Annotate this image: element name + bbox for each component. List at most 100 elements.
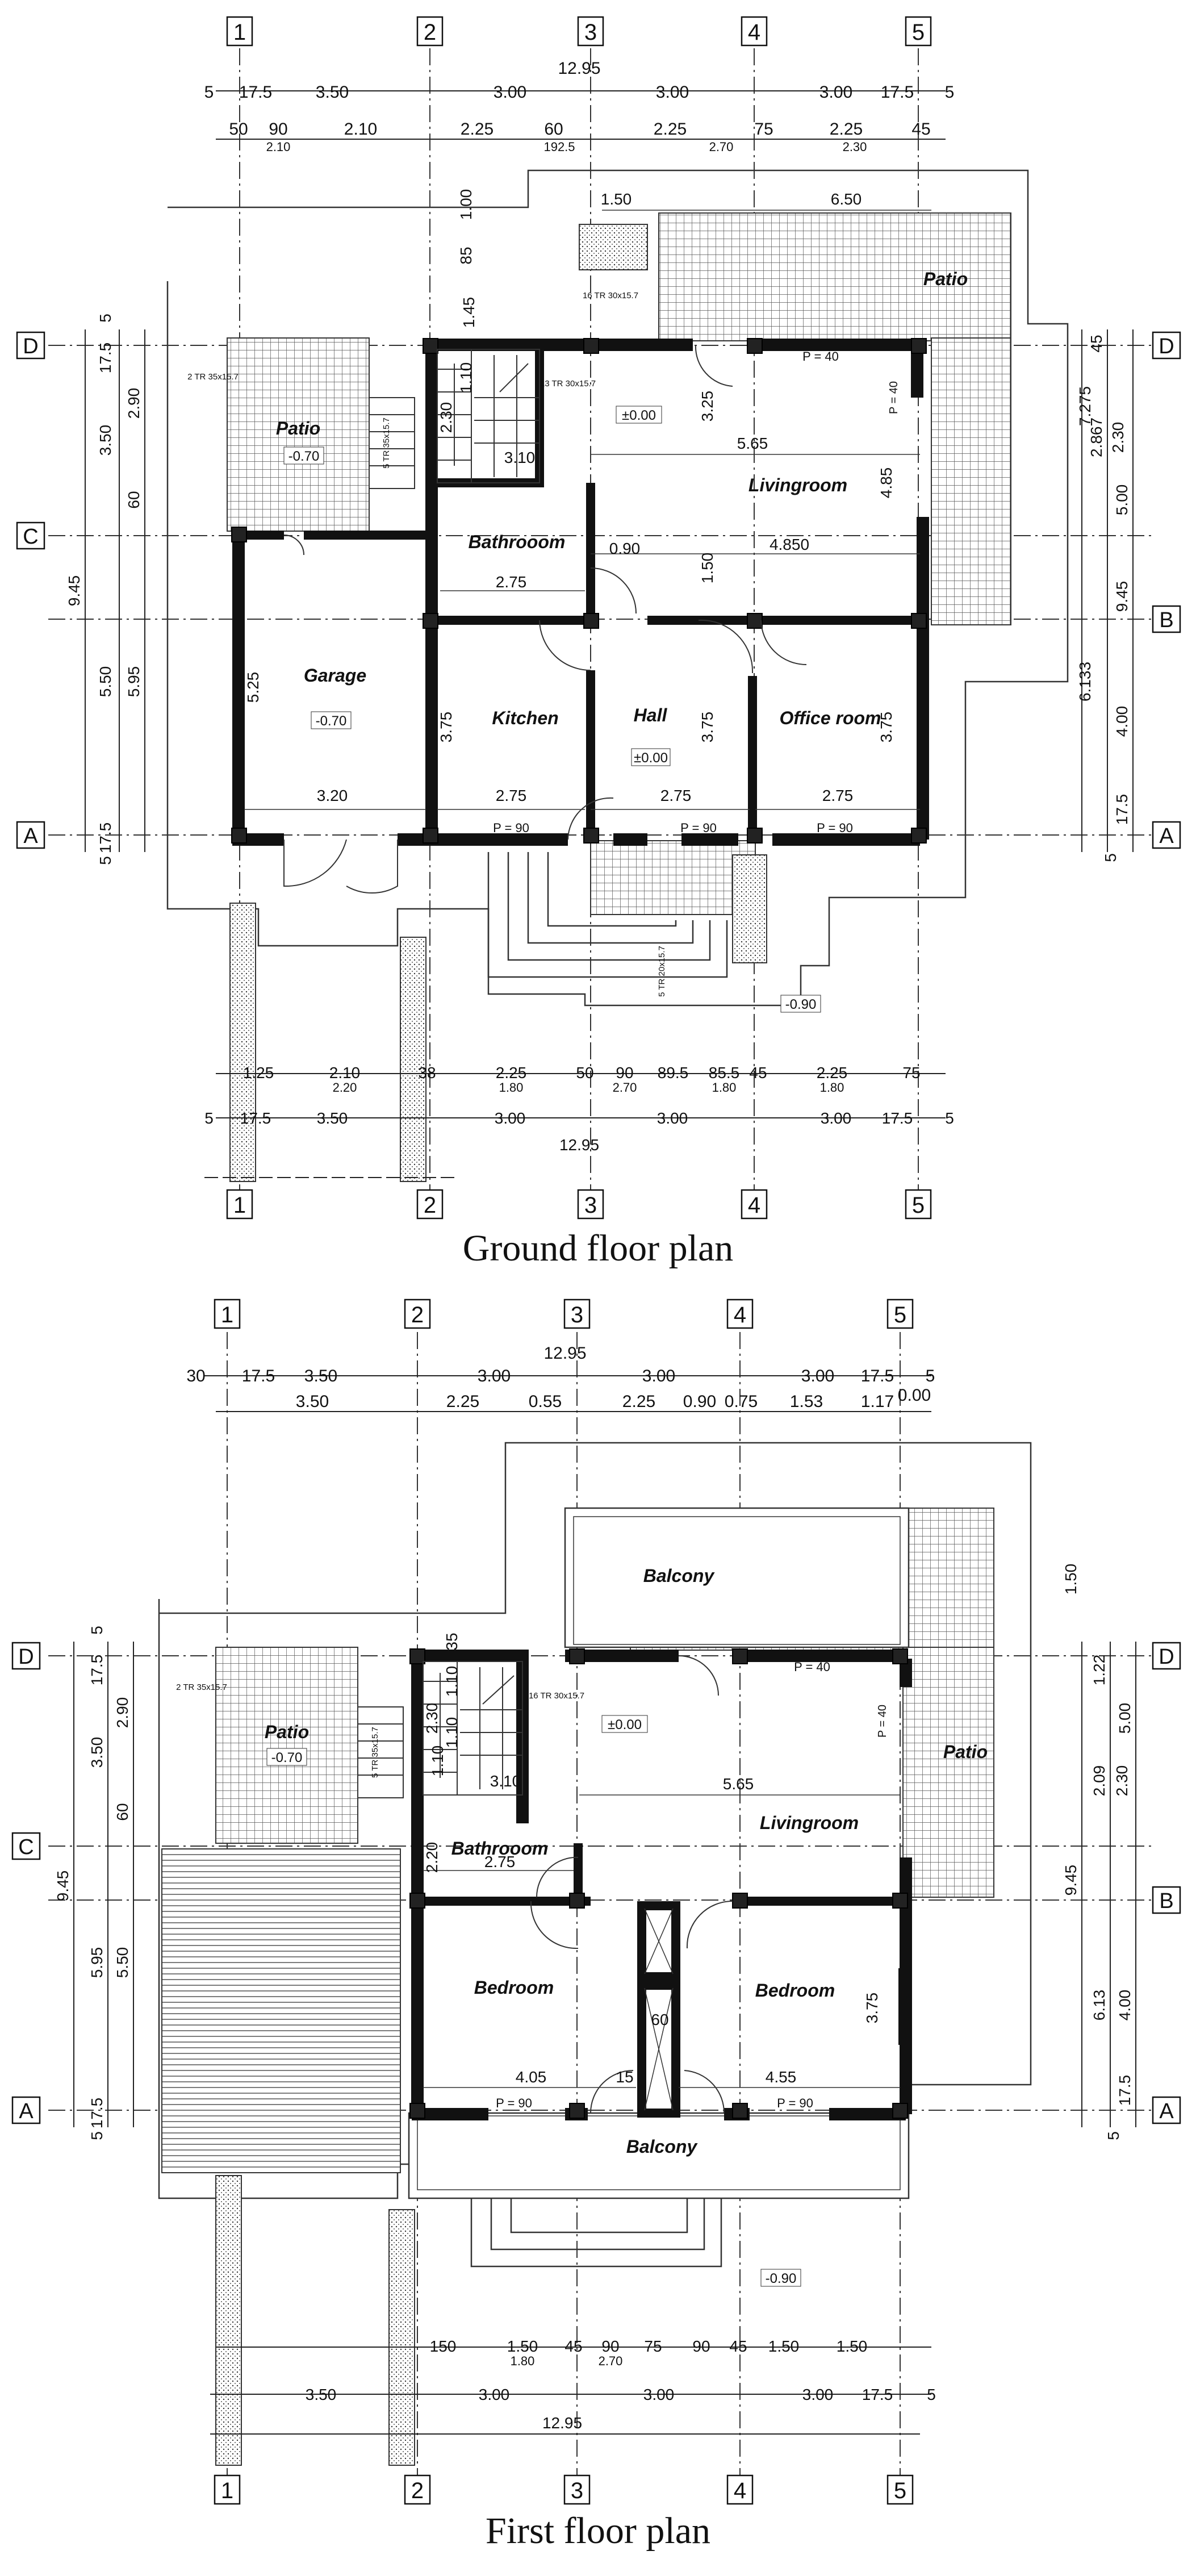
top-dim-sub: 2.10 [266,140,291,154]
patio-right-hatch-2 [931,337,1011,625]
grid-label-left-A: A [23,824,38,848]
grid-label-top-3: 3 [584,20,597,45]
left-dim: 2.90 [114,1697,131,1729]
room-label-balcony-bottom: Balcony [626,2136,699,2157]
bottom-dim: 89.5 [658,1064,689,1082]
stair-note: 5 TR 35x15.7 [370,1727,380,1778]
left-dim: 17.5 [88,1655,106,1686]
inner-dim-v: 35 [443,1633,461,1650]
level-outside: -0.90 [766,2271,797,2286]
stair-note: 5 TR 20x15.7 [657,946,667,997]
grid-label-bottom-5: 5 [894,2478,906,2503]
left-dim: 5.95 [88,1947,106,1978]
left-dim: 60 [114,1803,131,1821]
inner-dim-v: 2.20 [423,1842,441,1873]
top-dim: 5 [926,1367,935,1385]
right-dim: 17.5 [1116,2075,1134,2106]
inner-dim: 5.65 [737,435,768,452]
right-total-dim: 9.45 [1113,581,1131,612]
top-dim: 5 [204,83,214,102]
bottom-dim-2: 3.50 [306,2386,337,2403]
inner-dim-v: 5.25 [244,672,262,703]
inner-dim: 4.55 [766,2068,797,2086]
planter-right [732,854,767,963]
right-dim: 2.30 [1109,422,1127,453]
inner-dim-v: 85 [457,247,475,264]
bottom-dim-2: 3.00 [657,1109,688,1127]
inner-dim: 60 [651,2011,668,2028]
left-total-dim: 9.45 [65,575,83,607]
inner-dim: 3.10 [504,449,536,466]
stair-note: 16 TR 30x15.7 [583,291,638,300]
bottom-dim-2: 3.00 [802,2386,834,2403]
right-dim: 1.22 [1090,1655,1108,1686]
inner-dim: 1.50 [601,190,632,208]
grid-label-left-C: C [18,1835,34,1859]
inner-dim-v: 1.10 [443,1666,461,1697]
top-dim-2: 2.25 [654,120,687,139]
inner-dim: 3.10 [490,1772,521,1790]
top-dim-2: 0.55 [529,1392,562,1411]
bottom-dim: 90 [601,2337,619,2355]
grid-label-bottom-2: 2 [424,1193,436,1218]
inner-dim: 5.65 [723,1775,754,1793]
first-floor-plan: 1 2 3 4 5 1 2 3 4 5 D C A D B A [0,1289,1196,2576]
inner-dim-v: 3.25 [699,391,716,422]
grid-label-bottom-3: 3 [584,1193,597,1218]
room-label-patio-left: Patio [265,1722,309,1742]
wall-dim-v: P = 40 [876,1705,889,1738]
right-dim: 6.13 [1090,1990,1108,2021]
bottom-dim: 50 [576,1064,593,1082]
planter-center [388,2209,415,2466]
left-dim: 3.50 [97,425,114,456]
bottom-dim-sub: 1.80 [820,1080,844,1095]
top-total-dim: 12.95 [543,1344,586,1363]
inner-dim: 6.50 [831,190,862,208]
top-dim-2: 1.17 [861,1392,894,1411]
room-label-patio-left: Patio [276,418,320,439]
top-dim-2: 2.10 [344,120,377,139]
grid-label-top-1: 1 [233,20,246,45]
top-dim-sub: 2.30 [843,140,867,154]
room-label-livingroom: Livingroom [748,475,847,495]
left-dim: 17.5 [97,823,114,854]
top-dim-2: 50 [229,120,248,139]
inner-dim: 2.75 [496,573,527,591]
top-dim-sub: 192.5 [543,140,575,154]
grid-label-right-B: B [1159,608,1173,632]
room-label-hall: Hall [634,705,668,725]
left-dim: 5.50 [114,1947,131,1978]
top-dim-2: 0.75 [725,1392,758,1411]
room-label-garage: Garage [304,665,366,686]
inner-dim-v: 3.75 [863,1993,881,2024]
grid-label-right-A: A [1159,2099,1174,2123]
room-label-balcony-top: Balcony [643,1565,716,1586]
wall-dim: P = 90 [496,2096,532,2110]
top-dim: 3.50 [304,1367,337,1385]
terrace-hatch [161,1848,401,2173]
bottom-total-dim: 12.95 [559,1136,599,1154]
inner-dim-v: 1.10 [443,1717,461,1748]
left-dim: 5 [88,2131,106,2140]
right-dim: 5 [1105,2131,1122,2140]
bottom-dim: 1.50 [768,2337,800,2355]
caption-first-floor: First floor plan [486,2510,710,2552]
left-dim: 3.50 [88,1737,106,1768]
wall-dim-v: P = 40 [888,381,900,414]
bottom-dim-2: 17.5 [240,1109,271,1127]
patio-right-hatch [658,212,1011,341]
right-dim: 4.00 [1116,1990,1134,2021]
left-dim: 5 [97,856,114,865]
top-dim-2: 75 [754,120,773,139]
right-dim: 45 [1088,335,1105,352]
grid-label-bottom-1: 1 [233,1193,246,1218]
right-dim: 17.5 [1113,794,1131,825]
bottom-dim-2: 3.00 [479,2386,510,2403]
wall-dim: P = 40 [794,1660,830,1674]
bottom-dim-sub: 1.80 [712,1080,737,1095]
bottom-dim: 2.10 [329,1064,361,1082]
bottom-dim-sub: 2.70 [613,1080,637,1095]
stair-note: 2 TR 35x15.7 [187,372,239,382]
bottom-dim: 45 [729,2337,747,2355]
inner-dim-v: 2.30 [437,402,455,433]
